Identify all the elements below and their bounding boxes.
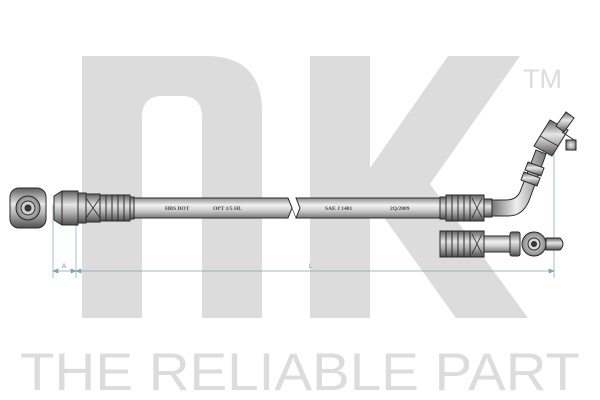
hose-tube — [133, 197, 441, 219]
hose-print-1: HBS DOT — [165, 206, 190, 212]
right-fitting — [439, 194, 493, 222]
bent-pipe — [491, 111, 577, 217]
brand-tagline: THE RELIABLE PART — [20, 343, 580, 400]
dimension-lines — [52, 140, 555, 278]
logo-letter-n — [82, 56, 262, 318]
hose-print-3: SAE J 1401 — [325, 206, 352, 212]
left-fitting — [53, 190, 135, 226]
dimension-a-label: A — [62, 264, 66, 270]
end-view-nut — [9, 187, 47, 229]
logo-letter-k — [310, 56, 528, 318]
hose-print-4: 2Q/2009 — [390, 206, 410, 212]
hose-print-markings: HBS DOT OPT 1/5 HL SAE J 1401 2Q/2009 — [165, 206, 410, 212]
hose-print-2: OPT 1/5 HL — [213, 206, 242, 212]
lower-end-fitting — [439, 230, 564, 258]
trademark-mark: TM — [523, 64, 562, 94]
dimension-l-label: L — [309, 264, 313, 270]
nk-logo — [82, 56, 528, 318]
